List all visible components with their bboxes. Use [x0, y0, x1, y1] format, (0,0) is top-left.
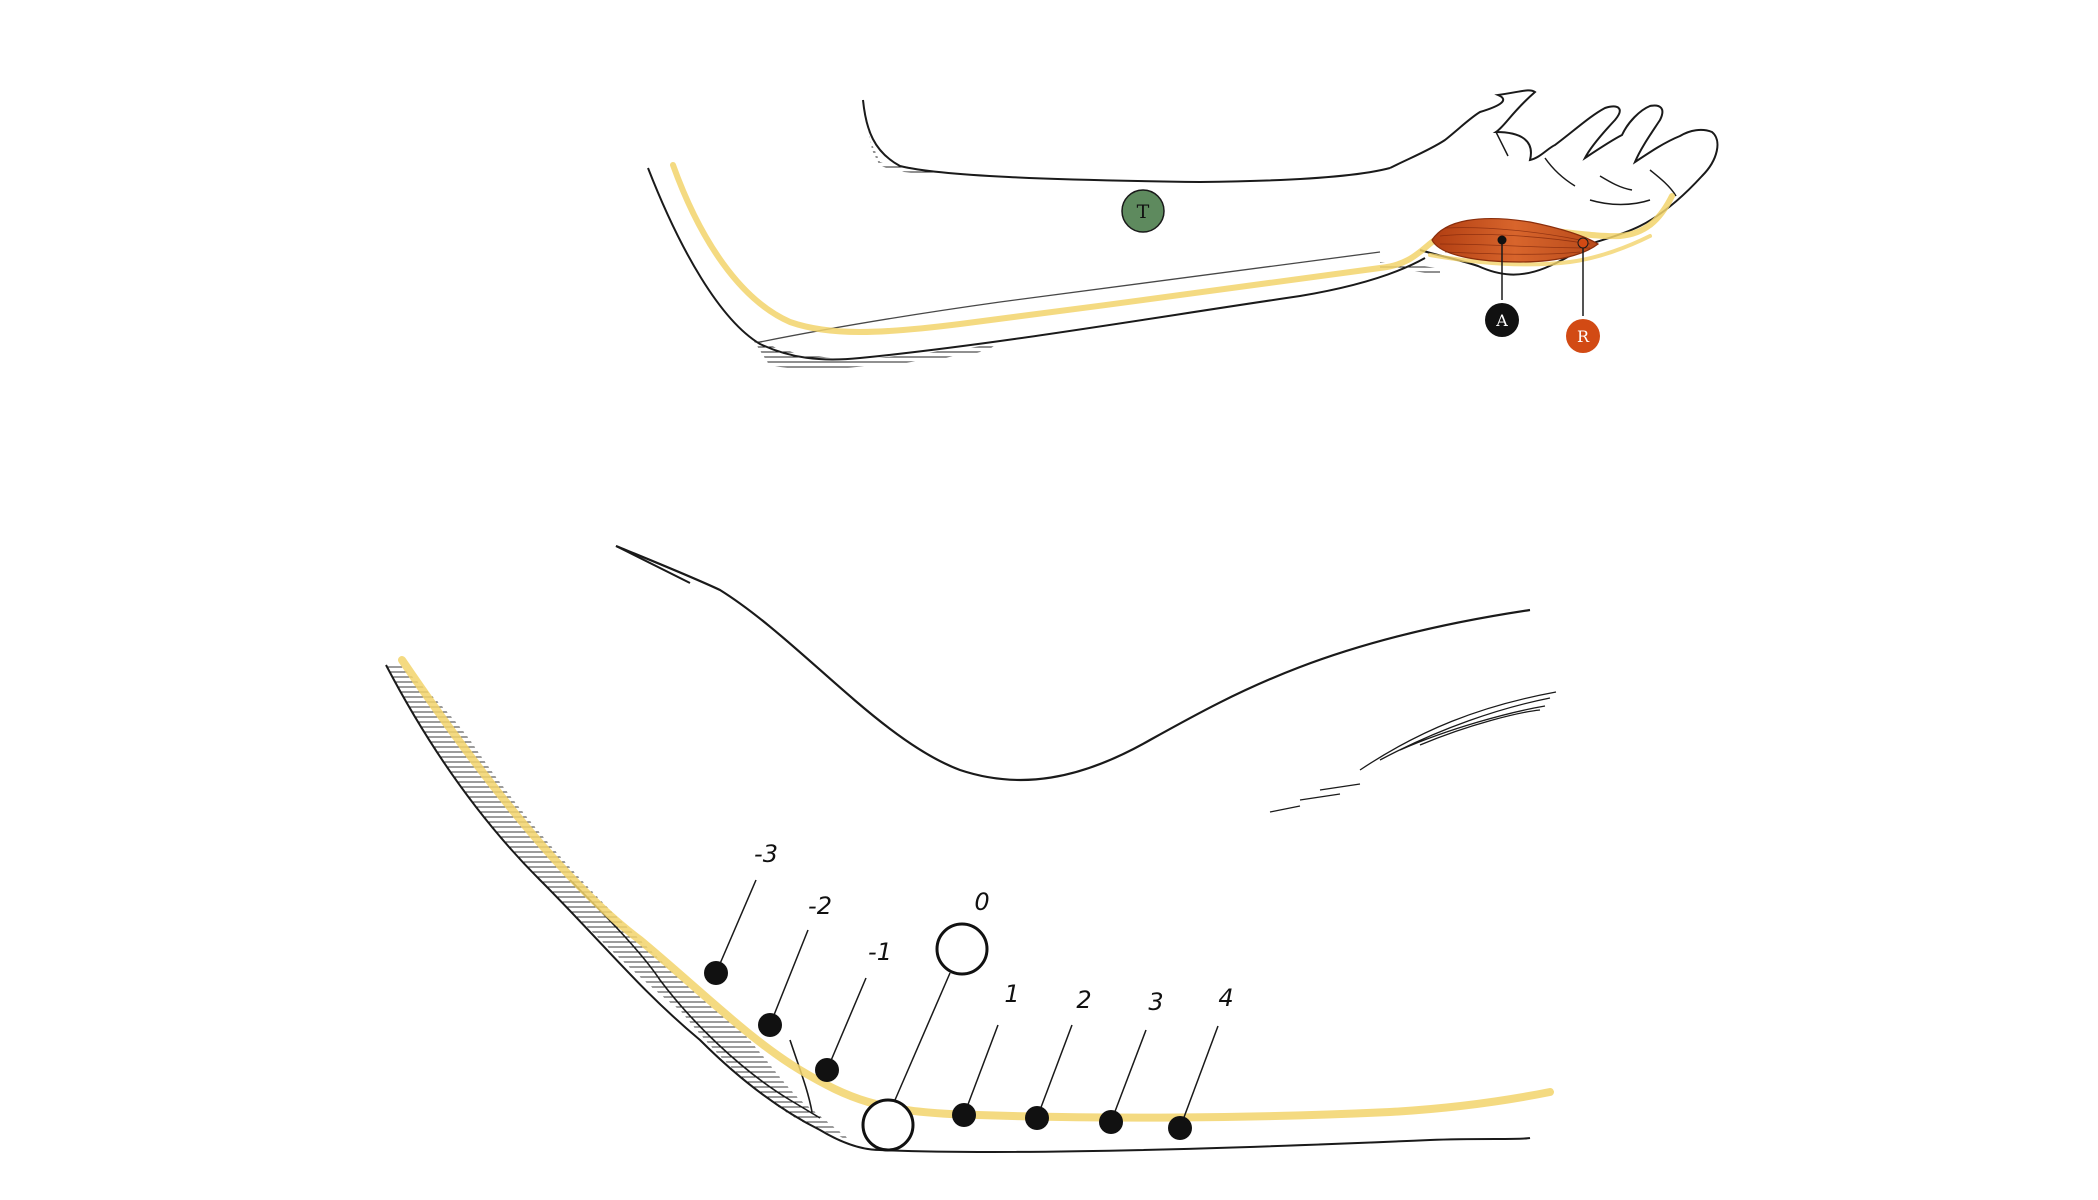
marker-muscle: A: [1485, 235, 1519, 337]
site-1: 1: [952, 980, 1020, 1127]
nerve-branch: [1428, 234, 1652, 267]
site-minus-2-dot: [758, 1013, 782, 1037]
site-2: 2: [1025, 986, 1092, 1130]
site-3-dot: [1099, 1110, 1123, 1134]
marker-tendon: T: [1121, 189, 1165, 233]
site-4: 4: [1168, 984, 1234, 1140]
site-4-label: 4: [1218, 984, 1233, 1012]
site-minus-1-dot: [815, 1058, 839, 1082]
site-4-dot: [1168, 1116, 1192, 1140]
site-zero: 0: [861, 888, 990, 1152]
muscle-belly: [1431, 217, 1600, 263]
elbow-fold-line: [789, 1039, 813, 1113]
site-minus-2: -2: [758, 892, 832, 1037]
site-minus-2-leader: [769, 929, 809, 1026]
lower-arm-illustration: [385, 544, 1557, 1153]
site-2-label: 2: [1076, 986, 1091, 1014]
site-4-leader: [1179, 1025, 1219, 1129]
site-minus-1-label: -1: [868, 938, 892, 966]
site-2-leader: [1036, 1024, 1073, 1119]
elbow-bottom-shading: [752, 338, 1000, 369]
site-1-dot: [952, 1103, 976, 1127]
marker-muscle-label: A: [1495, 311, 1508, 330]
forearm-right-hatching: [1269, 691, 1557, 813]
elbow-top-shading: [865, 108, 960, 176]
marker-muscle-circle: [1485, 303, 1519, 337]
arm-top-outline: [862, 99, 1391, 184]
site-zero-leader: [894, 972, 951, 1101]
nerve-path-upper: [670, 162, 1675, 335]
finger-lines: [1495, 131, 1677, 206]
site-3-leader: [1110, 1029, 1147, 1123]
marker-reference-dot: [1577, 237, 1589, 249]
site-minus-3-dot: [704, 961, 728, 985]
site-zero-upper-circle: [935, 922, 989, 976]
marker-reference-circle: [1566, 319, 1600, 353]
site-minus-3: -3: [704, 840, 778, 985]
upper-arm-illustration: [647, 89, 1719, 369]
arm-bottom-outline: [647, 167, 1426, 361]
site-3-label: 3: [1148, 988, 1163, 1016]
elbow-outer-outline: [385, 664, 1531, 1153]
elbow-inner-outline: [569, 879, 821, 1119]
site-minus-3-label: -3: [754, 840, 778, 868]
site-minus-1: -1: [815, 938, 892, 1082]
site-minus-1-leader: [826, 977, 867, 1071]
marker-tendon-label: T: [1137, 201, 1150, 223]
marker-reference: R: [1566, 237, 1600, 353]
site-minus-2-label: -2: [808, 892, 832, 920]
muscle-fibers: [1439, 227, 1591, 255]
site-minus-3-leader: [715, 879, 757, 974]
marker-reference-label: R: [1577, 327, 1590, 346]
nerve-path-lower: [398, 656, 1554, 1122]
site-zero-label: 0: [974, 888, 989, 916]
site-3: 3: [1099, 988, 1164, 1134]
site-1-leader: [963, 1024, 999, 1116]
site-1-label: 1: [1004, 980, 1019, 1008]
upper-arm-contour-tick: [615, 545, 691, 584]
upper-arm-contour: [615, 544, 1531, 782]
site-zero-lower-circle: [861, 1098, 915, 1152]
marker-tendon-circle: [1121, 189, 1165, 233]
site-2-dot: [1025, 1106, 1049, 1130]
stimulation-sites: -3 -2 -1 0 1 2: [704, 840, 1234, 1152]
elbow-shading-region: [386, 665, 850, 1140]
marker-muscle-dot: [1497, 235, 1507, 245]
